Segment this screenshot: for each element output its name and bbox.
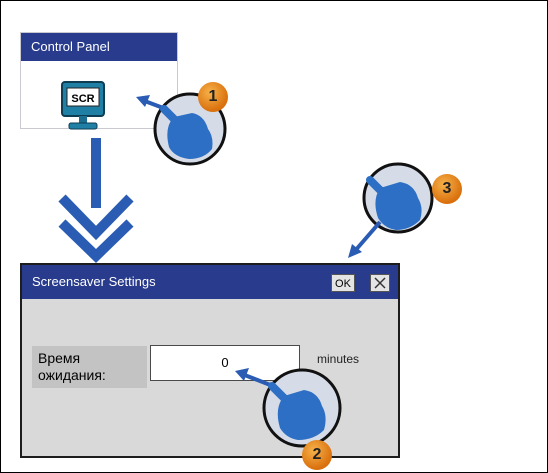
step-badge-2: 2 bbox=[302, 440, 332, 470]
tap-hand-icon-1 bbox=[136, 92, 227, 166]
timeout-input[interactable]: 0 bbox=[150, 345, 300, 381]
timeout-label: Время ожидания: bbox=[32, 346, 147, 388]
screensaver-icon[interactable]: SCR bbox=[60, 80, 106, 132]
screensaver-icon-label: SCR bbox=[71, 93, 94, 105]
step-badge-3: 3 bbox=[432, 174, 462, 204]
ok-button[interactable]: OK bbox=[331, 274, 355, 292]
tap-hand-icon-3 bbox=[348, 162, 434, 258]
close-button[interactable] bbox=[370, 274, 390, 292]
close-icon bbox=[374, 277, 386, 289]
down-arrow-icon bbox=[58, 138, 134, 263]
timeout-label-line1: Время bbox=[38, 350, 81, 366]
control-panel-title: Control Panel bbox=[21, 33, 177, 61]
tap-hand-icon-2 bbox=[235, 368, 342, 448]
timeout-label-line2: ожидания: bbox=[38, 367, 106, 383]
unit-label: minutes bbox=[317, 352, 360, 366]
step-badge-1: 1 bbox=[198, 82, 228, 112]
